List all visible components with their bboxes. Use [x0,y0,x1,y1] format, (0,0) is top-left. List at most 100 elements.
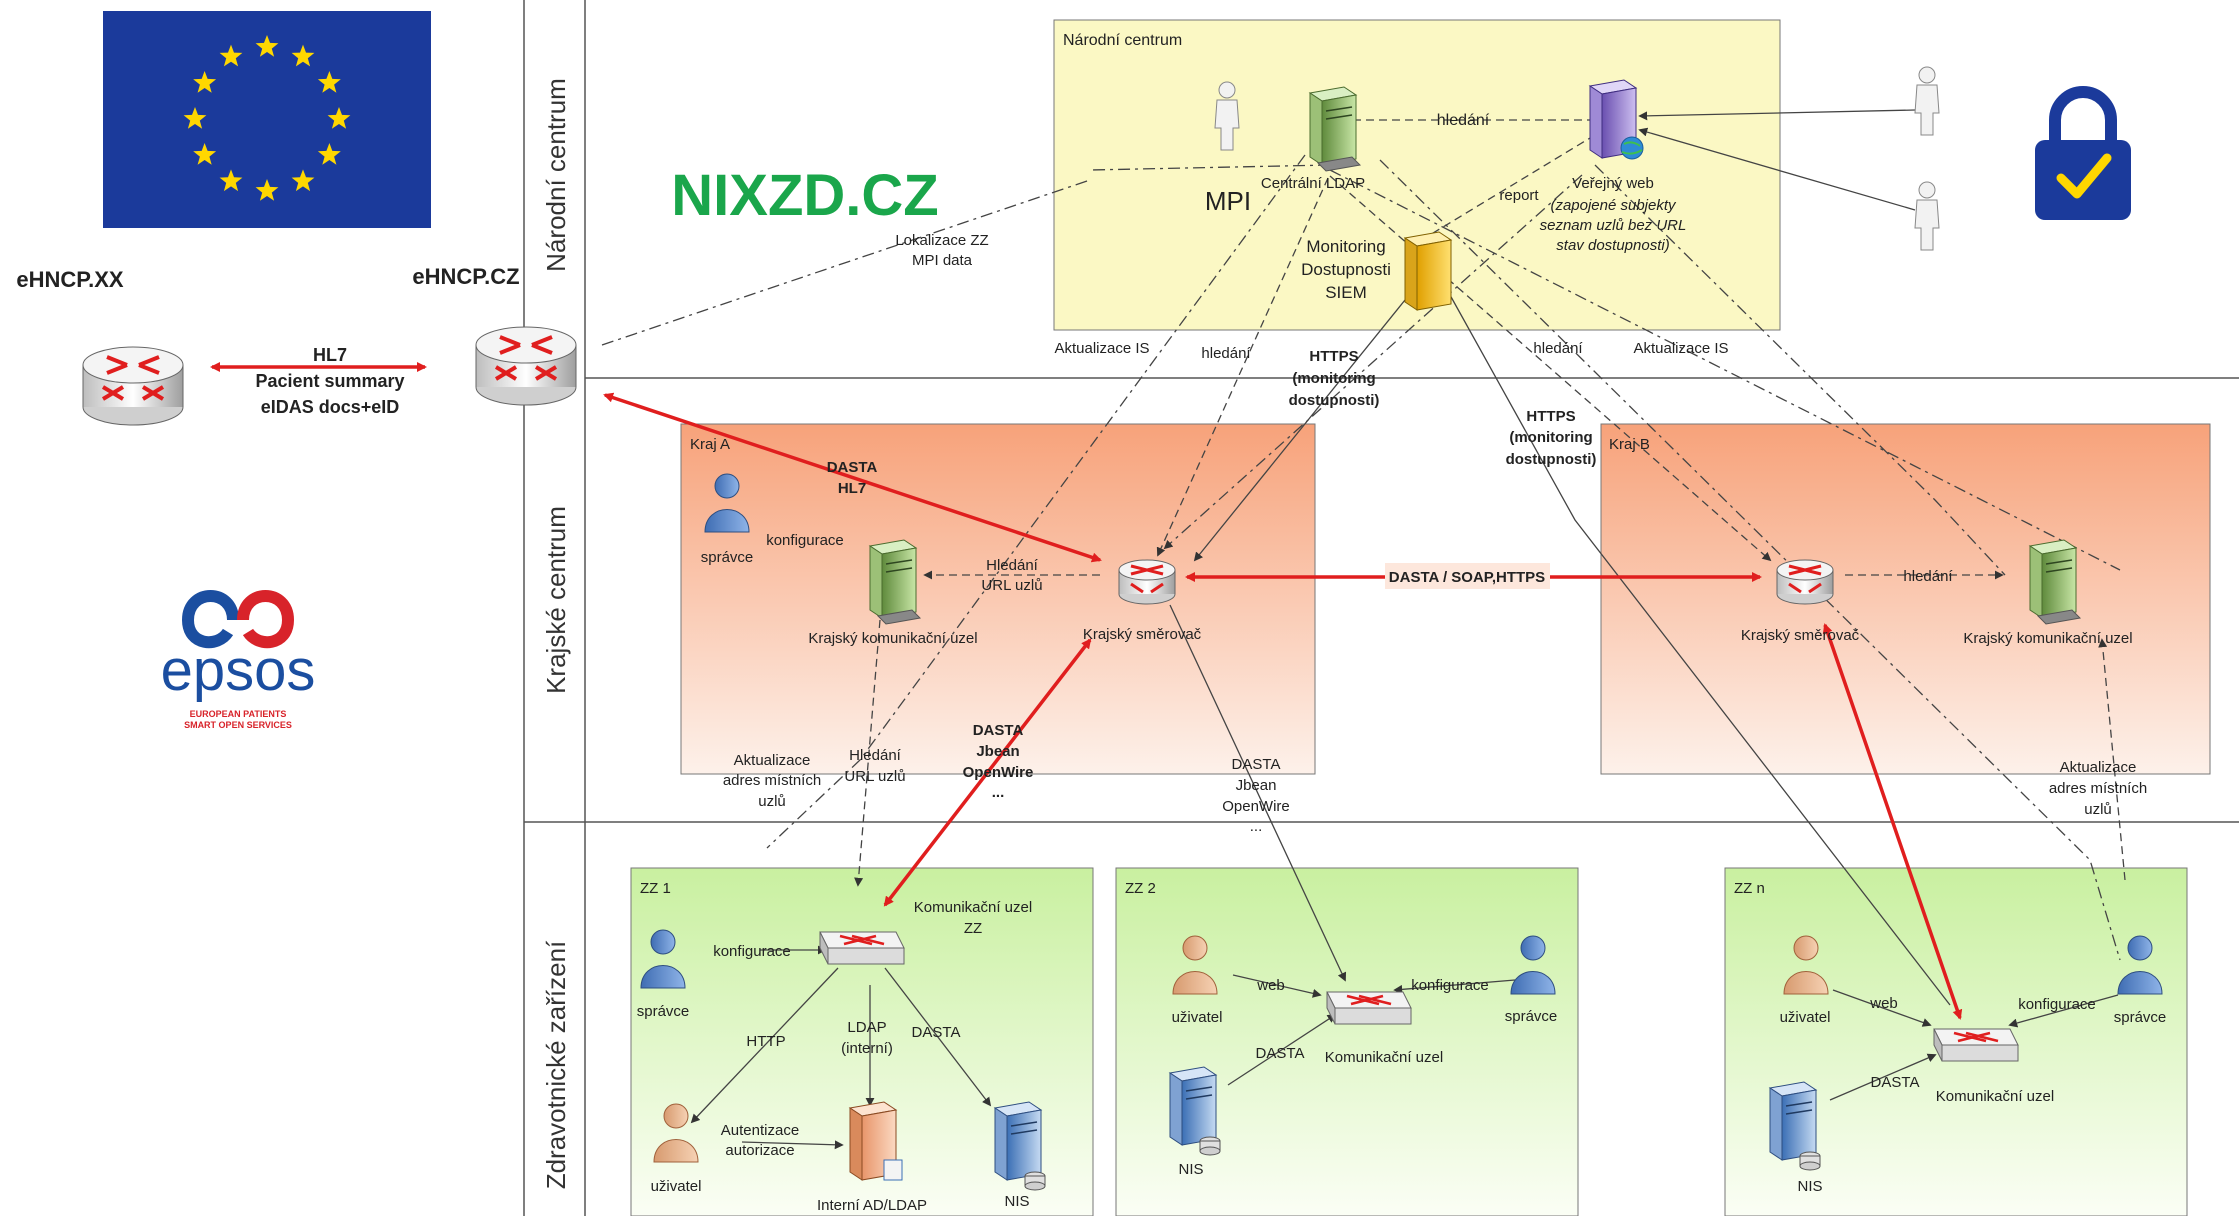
monitoring-label-2: Dostupnosti [1301,260,1391,279]
epsos-logo-icon [181,590,295,649]
ehncp-xx-label: eHNCP.XX [16,267,124,292]
monitoring-label-1: Monitoring [1306,237,1385,256]
kraj-a-e-1: DASTA [1232,756,1281,773]
https-b-label-3: dostupnosti) [1506,451,1597,468]
kraj-b-uzel-label: Krajský komunikační uzel [1963,630,2132,647]
lock-icon [2035,86,2131,220]
zz1-uzivatel-label: uživatel [651,1178,702,1195]
kraj-b-smerovac-label: Krajský směrovač [1741,627,1860,644]
zz1-uzel-1: Komunikační uzel [914,899,1032,916]
switch-zz2-icon [1325,990,1413,1026]
zz1-konfigurace-label: konfigurace [713,943,791,960]
zz1-http-label: HTTP [746,1033,785,1050]
kraj-a-akt-2: adres místních [723,772,821,789]
kraj-a-akt-3: uzlů [758,793,786,810]
https-a-label-2: (monitoring [1292,370,1375,387]
switch-zz1-icon [818,930,906,966]
kraj-b-akt-3: uzlů [2084,801,2112,818]
dashdot-links [601,154,2121,961]
https-b-label-2: (monitoring [1509,429,1592,446]
zz2-web-label: web [1256,977,1285,994]
zz2-spravce-label: správce [1505,1008,1558,1025]
nixzd-logo: NIXZD.CZ [671,163,938,228]
eu-star-icon [317,143,341,165]
server-public-web-icon [1588,79,1644,160]
kraj-a-e-2: Jbean [1236,777,1277,794]
lane-narodni: Národní centrum [541,78,571,272]
zz2-dasta-label: DASTA [1256,1045,1305,1062]
ehncp-link-l3: eIDAS docs+eID [261,397,400,417]
zz1-title: ZZ 1 [640,880,671,897]
eu-star-icon [183,107,207,129]
zz2-uzivatel-label: uživatel [1172,1009,1223,1026]
dashed-links [854,115,2126,887]
hledani-b-label: hledání [1533,340,1583,357]
kraj-b-title: Kraj B [1609,436,1650,453]
zz2-konfigurace-label: konfigurace [1411,977,1489,994]
monitoring-label-3: SIEM [1325,283,1367,302]
zzn-uzel-label: Komunikační uzel [1936,1088,2054,1105]
lane-krajske: Krajské centrum [541,506,571,694]
https-a-label-3: dostupnosti) [1289,392,1380,409]
server-monitoring-icon [1403,231,1453,311]
kraj-a-d-2: Jbean [976,743,1019,760]
central-ldap-label: Centrální LDAP [1261,175,1365,192]
person-public-2-icon [1914,181,1940,251]
zz2-nis-label: NIS [1178,1161,1203,1178]
kraj-a-uzel-label: Krajský komunikační uzel [808,630,977,647]
eu-star-icon [219,169,243,192]
kraj-a-hl-1: Hledání [849,747,902,764]
zz1-aut-1: Autentizace [721,1122,799,1139]
https-a-label-1: HTTPS [1309,348,1358,365]
kraj-a-hledani-1: Hledání [986,557,1039,574]
eu-star-icon [291,44,315,67]
switch-zzn-icon [1932,1027,2020,1063]
epsos-sub2: SMART OPEN SERVICES [184,720,292,730]
kraj-a-e-3: OpenWire [1222,798,1290,815]
eu-star-icon [291,169,315,192]
kraj-a-spravce-label: správce [701,549,754,566]
zz1-uzel-2: ZZ [964,920,982,937]
zz1-ldap-2: (interní) [841,1040,893,1057]
zzn-nis-label: NIS [1797,1178,1822,1195]
red-links [210,362,1963,1020]
server-kraj-a-icon [869,539,921,625]
eu-star-icon [255,179,279,201]
zz1-spravce-label: správce [637,1003,690,1020]
epsos-sub1: EUROPEAN PATIENTS [190,709,287,719]
kraj-a-title: Kraj A [690,436,730,453]
kraj-b-akt-2: adres místních [2049,780,2147,797]
zzn-spravce-label: správce [2114,1009,2167,1026]
zzn-dasta-label: DASTA [1871,1074,1920,1091]
zzn-web-label: web [1869,995,1898,1012]
zz1-ad-label: Interní AD/LDAP [817,1197,927,1214]
kraj-a-dasta-2: HL7 [838,480,866,497]
server-kraj-b-icon [2029,539,2081,625]
eu-star-icon [255,35,279,57]
router-kraj-b-icon [1775,558,1835,606]
zone-kraj-b [1600,423,2211,775]
server-nis-zz1-icon [994,1101,1046,1191]
kraj-a-d-4: ... [992,784,1005,801]
router-kraj-a-icon [1117,558,1177,606]
zone-zz2 [1115,867,1579,1216]
web-label-4: stav dostupnosti) [1556,237,1669,254]
eu-star-icon [193,71,217,93]
router-ehncp-xx-icon [81,345,185,427]
ehncp-link-l2: Pacient summary [255,371,404,391]
ehncp-link-l1: HL7 [313,345,347,365]
zz1-ldap-1: LDAP [847,1019,886,1036]
zzn-title: ZZ n [1734,880,1765,897]
person-public-1-icon [1914,66,1940,136]
kraj-a-hledani-2: URL uzlů [981,577,1042,594]
kraj-a-smerovac-label: Krajský směrovač [1083,626,1202,643]
epsos-logo-text: epsos [161,638,316,703]
zz2-title: ZZ 2 [1125,880,1156,897]
eu-star-icon [219,44,243,67]
router-ehncp-cz-icon [474,325,578,407]
kraj-a-d-1: DASTA [973,722,1024,739]
kraj-a-konfigurace-label: konfigurace [766,532,844,549]
eu-star-icon [193,143,217,165]
ehncp-cz-label: eHNCP.CZ [412,264,519,289]
lane-zz: Zdravotnické zařízení [541,940,571,1189]
